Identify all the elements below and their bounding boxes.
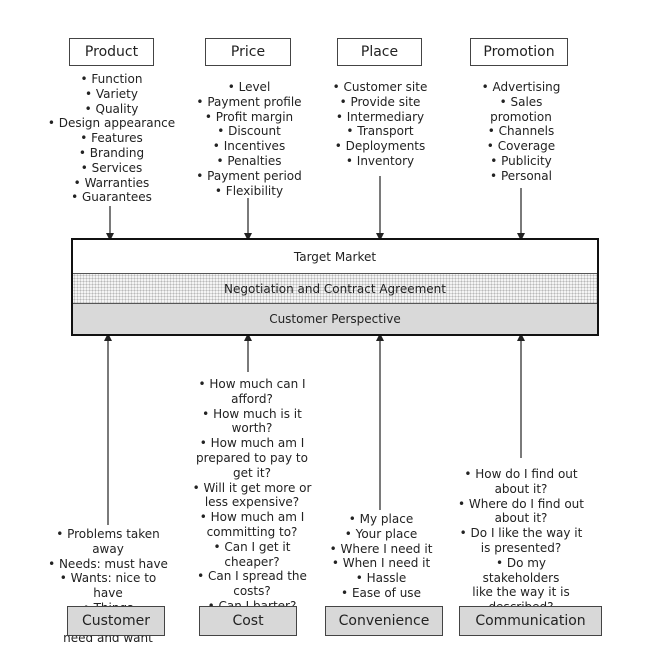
list-item: • Wants: nice to have [59, 571, 157, 601]
list-item: • When I need it [331, 556, 431, 571]
list-item: • How much am I prepared to pay to get i… [196, 436, 308, 480]
list-item: • Guarantees [71, 190, 152, 205]
list-item: • Warranties [73, 175, 150, 190]
communication-box: Communication [459, 606, 602, 636]
promotion-list: • Advertising • Sales promotion • Channe… [471, 80, 571, 184]
list-item: • My place [348, 512, 414, 526]
list-item: • Variety [85, 86, 138, 101]
communication-list: • How do I find out about it? • Where do… [458, 467, 584, 615]
convenience-label: Convenience [338, 613, 430, 629]
list-item: • Payment profile [196, 94, 302, 109]
list-item: • Publicity [490, 153, 552, 168]
list-item: • Penalties [216, 153, 282, 168]
list-item: • Intermediary [335, 109, 425, 124]
list-item: • Hassle [355, 571, 407, 586]
customer-perspective-frame: Target Market Negotiation and Contract A… [71, 238, 599, 336]
list-item: • Payment period [196, 168, 302, 183]
convenience-list: • My place • Your place • Where I need i… [329, 512, 433, 601]
negotiation-label: Negotiation and Contract Agreement [224, 281, 446, 296]
price-box: Price [205, 38, 291, 66]
list-item: • Features [80, 131, 143, 146]
customer-perspective-band: Customer Perspective [73, 304, 597, 334]
list-item: • Channels [487, 124, 555, 139]
list-item: • Flexibility [214, 183, 284, 198]
list-item: • Deployments [334, 139, 426, 154]
list-item: • How do I find out about it? [464, 467, 578, 496]
list-item: • Level [227, 80, 271, 94]
list-item: • How much can I afford? [198, 377, 306, 406]
price-label: Price [230, 44, 266, 60]
list-item: • Can I get it cheaper? [213, 539, 291, 569]
list-item: • Customer site [332, 80, 428, 94]
list-item: • Coverage [486, 139, 556, 154]
convenience-box: Convenience [325, 606, 443, 636]
list-item: • Will it get more or less expensive? [192, 480, 312, 510]
list-item: • Inventory [345, 153, 415, 168]
list-item: • Your place [344, 526, 418, 541]
list-item: • Quality [84, 101, 139, 116]
list-item: • Can I spread the costs? [197, 569, 307, 599]
customer-box: Customer [67, 606, 165, 636]
promotion-box: Promotion [470, 38, 568, 66]
customer-perspective-label: Customer Perspective [269, 312, 401, 326]
customer-label: Customer [81, 613, 150, 629]
list-item: • Incentives [212, 139, 286, 154]
list-item: • Problems taken away [56, 527, 160, 556]
list-item: • Where I need it [329, 541, 433, 556]
list-item: • Design appearance [47, 116, 176, 131]
negotiation-band: Negotiation and Contract Agreement [73, 274, 597, 304]
product-list: • Function • Variety • Quality • Design … [40, 72, 183, 205]
list-item: • Do I like the way it is presented? [459, 526, 583, 555]
cost-label: Cost [232, 613, 264, 629]
cost-box: Cost [199, 606, 297, 636]
promotion-label: Promotion [483, 44, 555, 60]
list-item: • Provide site [339, 94, 421, 109]
product-label: Product [84, 44, 139, 60]
list-item: • How much am I committing to? [199, 510, 305, 539]
list-item: • Profit margin [204, 109, 294, 124]
list-item: • Services [80, 160, 143, 175]
list-item: • Transport [346, 124, 414, 139]
list-item: • How much is it worth? [202, 406, 302, 436]
target-market-label: Target Market [293, 249, 377, 264]
list-item: • Personal [490, 168, 552, 183]
place-list: • Customer site • Provide site • Interme… [327, 80, 433, 169]
list-item: • Needs: must have [48, 556, 168, 571]
price-list: • Level • Payment profile • Profit margi… [195, 80, 303, 198]
list-item: • Function [80, 72, 143, 86]
product-box: Product [69, 38, 154, 66]
list-item: • Advertising [481, 80, 561, 94]
place-label: Place [360, 44, 399, 60]
target-market-band: Target Market [73, 240, 597, 274]
cost-list: • How much can I afford? • How much is i… [188, 377, 316, 614]
list-item: • Where do I find out about it? [458, 496, 584, 526]
list-item: • Branding [78, 145, 145, 160]
communication-label: Communication [475, 613, 586, 629]
place-box: Place [337, 38, 422, 66]
list-item: • Sales promotion [490, 94, 552, 124]
list-item: • Discount [217, 124, 281, 139]
list-item: • Ease of use [341, 585, 421, 600]
